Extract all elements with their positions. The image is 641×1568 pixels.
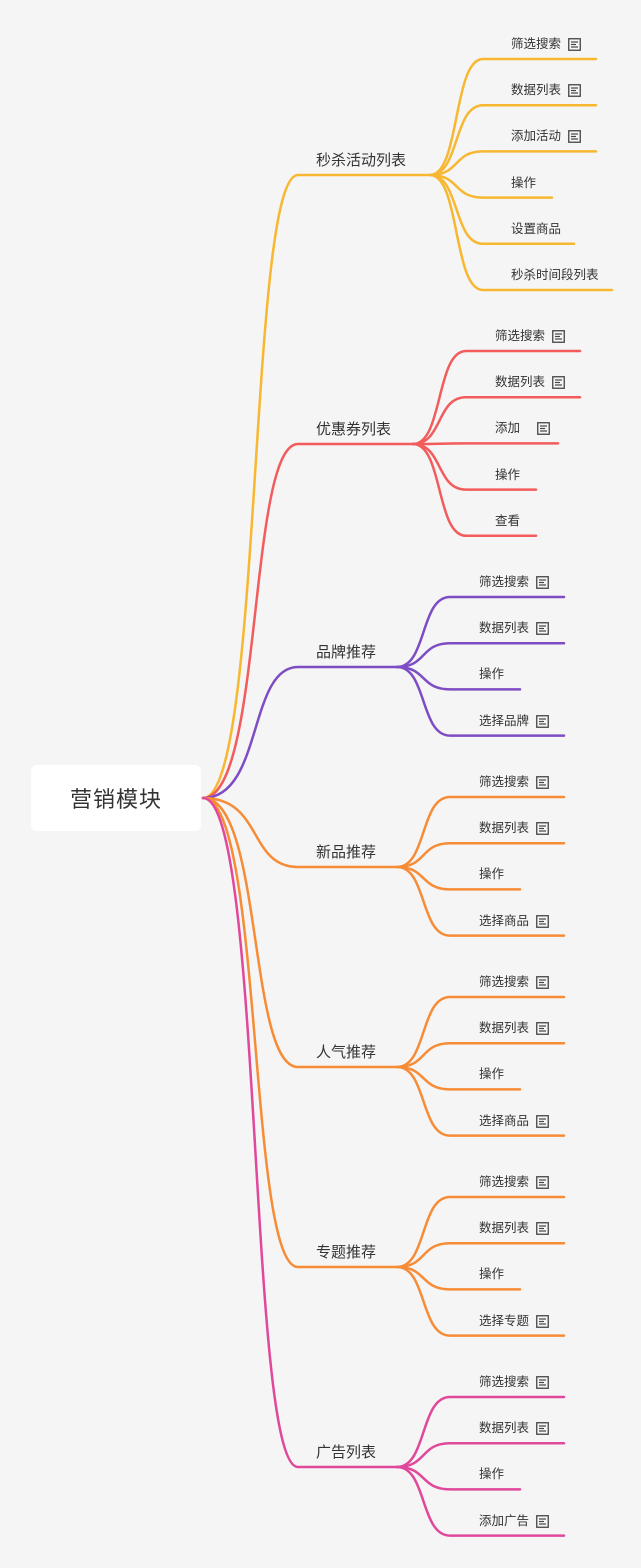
connector-ads-leaf-0 <box>395 1395 566 1469</box>
leaf-label-popular-3[interactable]: 选择商品 <box>479 1112 530 1128</box>
connector-brand <box>201 665 399 800</box>
leaf-label-ads-0[interactable]: 筛选搜索 <box>479 1374 530 1389</box>
connector-brand-leaf-1 <box>395 641 566 669</box>
note-icon-ads-0[interactable] <box>536 1376 549 1389</box>
leaf-label-ads-1[interactable]: 数据列表 <box>479 1420 530 1436</box>
note-icon-flash-sale-0[interactable] <box>568 38 581 51</box>
connector-topic-leaf-0 <box>395 1195 566 1269</box>
note-icon-popular-0[interactable] <box>536 976 549 989</box>
note-icon-flash-sale-2[interactable] <box>568 130 581 144</box>
leaf-label-brand-3[interactable]: 选择品牌 <box>479 712 530 728</box>
leaf-label-topic-1[interactable]: 数据列表 <box>479 1220 530 1236</box>
connector-new-product-leaf-0 <box>395 795 566 869</box>
connector-popular <box>201 796 399 1069</box>
leaf-label-popular-1[interactable]: 数据列表 <box>479 1020 530 1036</box>
leaf-label-new-product-2[interactable]: 操作 <box>479 866 505 882</box>
connector-brand-leaf-2 <box>395 665 522 691</box>
root-node[interactable]: 营销模块 <box>31 765 201 831</box>
branch-label-topic[interactable]: 专题推荐 <box>316 1243 377 1261</box>
connector-popular-leaf-3 <box>395 1065 566 1137</box>
leaf-label-brand-2[interactable]: 操作 <box>479 666 505 682</box>
connector-ads <box>201 796 399 1469</box>
leaf-label-topic-0[interactable]: 筛选搜索 <box>479 1174 530 1189</box>
leaf-label-ads-2[interactable]: 操作 <box>479 1466 505 1482</box>
note-icon-brand-1[interactable] <box>536 622 549 636</box>
leaf-label-new-product-1[interactable]: 数据列表 <box>479 820 530 836</box>
connector-flash-sale-leaf-0 <box>428 57 598 177</box>
root-node-label: 营销模块 <box>69 788 162 813</box>
note-icon-brand-0[interactable] <box>536 576 549 589</box>
connector-brand-leaf-0 <box>395 595 566 669</box>
note-icon-popular-3[interactable] <box>536 1114 549 1128</box>
connector-popular-leaf-2 <box>395 1065 522 1091</box>
branch-label-new-product[interactable]: 新品推荐 <box>316 843 377 861</box>
connector-topic-leaf-1 <box>395 1241 566 1269</box>
leaf-label-coupon-3[interactable]: 操作 <box>495 466 521 482</box>
note-icon-new-product-3[interactable] <box>536 914 549 928</box>
leaf-label-coupon-2[interactable]: 添加 <box>495 420 521 436</box>
connector-new-product-leaf-1 <box>395 841 566 869</box>
connector-coupon-leaf-0 <box>411 349 582 446</box>
note-icon-ads-3[interactable] <box>536 1514 549 1528</box>
note-icon-new-product-1[interactable] <box>536 822 549 836</box>
leaf-label-popular-2[interactable]: 操作 <box>479 1066 505 1082</box>
leaf-label-coupon-4[interactable]: 查看 <box>495 512 521 528</box>
leaf-label-flash-sale-2[interactable]: 添加活动 <box>511 128 562 144</box>
branch-label-popular[interactable]: 人气推荐 <box>316 1043 377 1061</box>
leaf-label-ads-3[interactable]: 添加广告 <box>479 1512 530 1528</box>
leaf-label-flash-sale-3[interactable]: 操作 <box>511 174 537 190</box>
note-icon-topic-1[interactable] <box>536 1222 549 1236</box>
leaf-label-flash-sale-0[interactable]: 筛选搜索 <box>511 36 562 51</box>
note-icon-ads-1[interactable] <box>536 1422 549 1436</box>
note-icon-coupon-1[interactable] <box>552 376 565 390</box>
connector-flash-sale-leaf-5 <box>428 173 614 292</box>
leaf-label-new-product-0[interactable]: 筛选搜索 <box>479 774 530 789</box>
connector-popular-leaf-1 <box>395 1041 566 1069</box>
note-icon-flash-sale-1[interactable] <box>568 84 581 98</box>
note-icon-topic-0[interactable] <box>536 1176 549 1189</box>
note-icon-brand-3[interactable] <box>536 714 549 728</box>
connector-flash-sale-leaf-2 <box>428 150 598 177</box>
connector-popular-leaf-0 <box>395 995 566 1069</box>
connector-new-product-leaf-2 <box>395 865 522 891</box>
connector-flash-sale-leaf-3 <box>428 173 554 199</box>
connector-topic-leaf-2 <box>395 1265 522 1291</box>
leaf-label-coupon-1[interactable]: 数据列表 <box>495 374 546 390</box>
note-icon-popular-1[interactable] <box>536 1022 549 1036</box>
leaf-label-topic-3[interactable]: 选择专题 <box>479 1312 530 1328</box>
branch-label-ads[interactable]: 广告列表 <box>316 1443 377 1461</box>
note-icon-coupon-0[interactable] <box>552 330 565 343</box>
leaf-label-coupon-0[interactable]: 筛选搜索 <box>495 328 546 343</box>
leaf-label-popular-0[interactable]: 筛选搜索 <box>479 974 530 989</box>
leaf-label-new-product-3[interactable]: 选择商品 <box>479 912 530 928</box>
connector-brand-leaf-3 <box>395 665 566 737</box>
connector-ads-leaf-1 <box>395 1441 566 1469</box>
leaf-label-brand-1[interactable]: 数据列表 <box>479 620 530 636</box>
leaf-label-brand-0[interactable]: 筛选搜索 <box>479 574 530 589</box>
note-icon-topic-3[interactable] <box>536 1314 549 1328</box>
leaf-label-flash-sale-1[interactable]: 数据列表 <box>511 82 562 98</box>
connector-new-product-leaf-3 <box>395 865 566 937</box>
connector-new-product <box>201 796 399 869</box>
connector-topic <box>201 796 399 1269</box>
connector-coupon-leaf-4 <box>411 442 538 538</box>
leaf-label-flash-sale-5[interactable]: 秒杀时间段列表 <box>511 267 599 282</box>
connector-coupon-leaf-1 <box>411 395 582 446</box>
note-icon-coupon-2[interactable] <box>537 422 550 436</box>
branch-label-brand[interactable]: 品牌推荐 <box>316 643 377 661</box>
leaf-label-topic-2[interactable]: 操作 <box>479 1266 505 1282</box>
connector-ads-leaf-3 <box>395 1465 566 1537</box>
connector-ads-leaf-2 <box>395 1465 522 1491</box>
leaf-label-flash-sale-4[interactable]: 设置商品 <box>511 220 562 236</box>
connector-flash-sale <box>201 173 432 800</box>
branch-label-coupon[interactable]: 优惠券列表 <box>316 420 392 438</box>
branch-label-flash-sale[interactable]: 秒杀活动列表 <box>316 151 407 169</box>
note-icon-new-product-0[interactable] <box>536 776 549 789</box>
connector-topic-leaf-3 <box>395 1265 566 1337</box>
connector-flash-sale-leaf-1 <box>428 103 598 177</box>
connector-coupon-leaf-2 <box>411 442 560 446</box>
connector-coupon <box>201 442 415 800</box>
